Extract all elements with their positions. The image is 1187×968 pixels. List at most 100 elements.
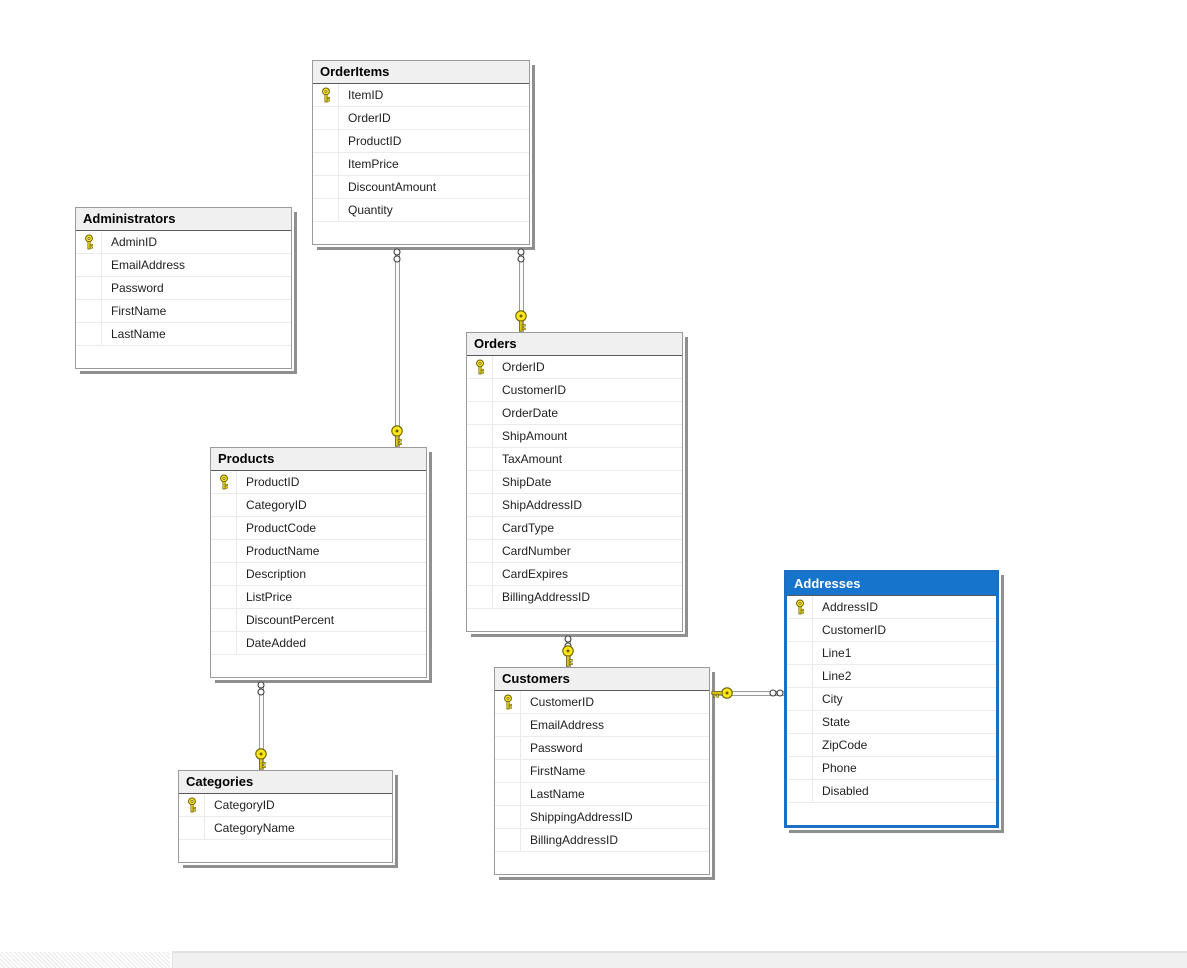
table-row[interactable]: AdminID: [76, 231, 291, 254]
column-name: Line2: [822, 669, 852, 683]
pk-cell-empty: [467, 517, 493, 539]
table-row[interactable]: Description: [211, 563, 426, 586]
table-row[interactable]: ProductCode: [211, 517, 426, 540]
table-row[interactable]: CategoryName: [179, 817, 392, 840]
scrollbar-corner: [0, 952, 170, 968]
table-row[interactable]: ShipDate: [467, 471, 682, 494]
table-row[interactable]: ProductID: [211, 471, 426, 494]
table-row[interactable]: CardType: [467, 517, 682, 540]
table-row[interactable]: Phone: [787, 757, 996, 780]
column-name: Line1: [822, 646, 852, 660]
column-name: CategoryID: [214, 798, 275, 812]
table-row[interactable]: ZipCode: [787, 734, 996, 757]
key-one-icon: [514, 310, 528, 332]
table-row[interactable]: BillingAddressID: [467, 586, 682, 609]
table-row[interactable]: CustomerID: [467, 379, 682, 402]
table-row[interactable]: ProductID: [313, 130, 529, 153]
pk-cell-empty: [495, 760, 521, 782]
table-row[interactable]: CustomerID: [495, 691, 709, 714]
table-row[interactable]: ListPrice: [211, 586, 426, 609]
table-title: Administrators: [83, 211, 176, 226]
table-header[interactable]: Categories: [179, 771, 392, 794]
relationship-line-fk-products-categories[interactable]: [259, 680, 264, 770]
table-row[interactable]: DateAdded: [211, 632, 426, 655]
table-footer: [787, 803, 996, 825]
table-row[interactable]: Quantity: [313, 199, 529, 222]
table-title: Customers: [502, 671, 570, 686]
relationship-line-fk-orderitems-products[interactable]: [395, 247, 400, 447]
table-row[interactable]: BillingAddressID: [495, 829, 709, 852]
table-row[interactable]: ShipAmount: [467, 425, 682, 448]
table-footer: [76, 346, 291, 368]
column-name: CardType: [502, 521, 555, 535]
table-row[interactable]: CardExpires: [467, 563, 682, 586]
column-name: DiscountPercent: [246, 613, 335, 627]
table-row[interactable]: ItemPrice: [313, 153, 529, 176]
table-row[interactable]: Disabled: [787, 780, 996, 803]
column-name: Quantity: [348, 203, 393, 217]
table-header[interactable]: Customers: [495, 668, 709, 691]
table-title: Products: [218, 451, 275, 466]
table-title: Categories: [186, 774, 254, 789]
column-name: ZipCode: [822, 738, 868, 752]
table-row[interactable]: DiscountAmount: [313, 176, 529, 199]
table-row[interactable]: Password: [76, 277, 291, 300]
table-header[interactable]: Orders: [467, 333, 682, 356]
table-row[interactable]: CategoryID: [211, 494, 426, 517]
table-row[interactable]: TaxAmount: [467, 448, 682, 471]
table-row[interactable]: LastName: [76, 323, 291, 346]
table-header[interactable]: Products: [211, 448, 426, 471]
table-row[interactable]: OrderID: [467, 356, 682, 379]
table-row[interactable]: OrderID: [313, 107, 529, 130]
pk-cell-empty: [495, 806, 521, 828]
table-row[interactable]: EmailAddress: [495, 714, 709, 737]
pk-cell-empty: [467, 540, 493, 562]
table-row[interactable]: ProductName: [211, 540, 426, 563]
column-name: Phone: [822, 761, 857, 775]
table-row[interactable]: Password: [495, 737, 709, 760]
table-row[interactable]: FirstName: [76, 300, 291, 323]
column-name: ItemPrice: [348, 157, 399, 171]
table-row[interactable]: Line2: [787, 665, 996, 688]
column-name: EmailAddress: [530, 718, 605, 732]
table-header[interactable]: Addresses: [787, 573, 996, 596]
pk-cell-empty: [211, 494, 237, 516]
column-name: BillingAddressID: [530, 833, 619, 847]
table-footer: [495, 852, 709, 874]
pk-cell-empty: [313, 130, 339, 152]
column-name: LastName: [530, 787, 585, 801]
table-row[interactable]: EmailAddress: [76, 254, 291, 277]
column-name: EmailAddress: [111, 258, 186, 272]
table-row[interactable]: ShipAddressID: [467, 494, 682, 517]
relationship-line-fk-addresses-customers[interactable]: [711, 691, 784, 696]
column-name: OrderID: [348, 111, 391, 125]
relationship-line-fk-orderitems-orders[interactable]: [519, 247, 524, 332]
table-row[interactable]: AddressID: [787, 596, 996, 619]
table-row[interactable]: DiscountPercent: [211, 609, 426, 632]
pk-cell-empty: [211, 540, 237, 562]
table-row[interactable]: LastName: [495, 783, 709, 806]
table-row[interactable]: CategoryID: [179, 794, 392, 817]
table-row[interactable]: CardNumber: [467, 540, 682, 563]
table-header[interactable]: Administrators: [76, 208, 291, 231]
table-row[interactable]: CustomerID: [787, 619, 996, 642]
table-header[interactable]: OrderItems: [313, 61, 529, 84]
pk-cell-empty: [211, 632, 237, 654]
horizontal-scrollbar[interactable]: [172, 952, 1187, 968]
key-one-icon: [711, 686, 733, 700]
column-name: ProductID: [246, 475, 300, 489]
table-row[interactable]: OrderDate: [467, 402, 682, 425]
table-row[interactable]: Line1: [787, 642, 996, 665]
table-row[interactable]: ShippingAddressID: [495, 806, 709, 829]
table-row[interactable]: State: [787, 711, 996, 734]
table-row[interactable]: ItemID: [313, 84, 529, 107]
table-row[interactable]: FirstName: [495, 760, 709, 783]
table-row[interactable]: City: [787, 688, 996, 711]
